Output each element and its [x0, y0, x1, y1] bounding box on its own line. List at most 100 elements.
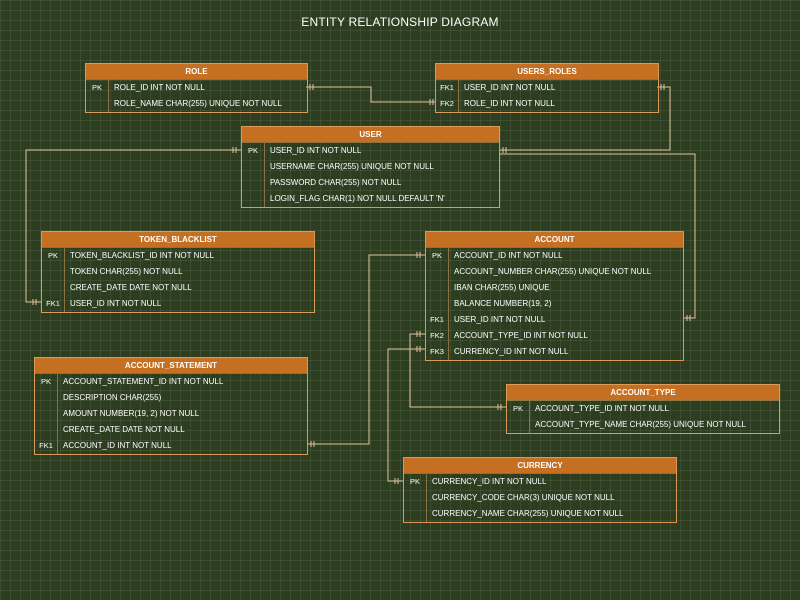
connector-user-account: [499, 153, 696, 319]
entity-row: DESCRIPTION CHAR(255): [35, 390, 307, 406]
entity-row: CURRENCY_CODE CHAR(3) UNIQUE NOT NULL: [404, 490, 676, 506]
entity-row: PK CURRENCY_ID INT NOT NULL: [404, 473, 676, 490]
key-label: [426, 280, 449, 296]
key-label: FK1: [426, 312, 449, 328]
key-label: PK: [86, 80, 109, 96]
diagram-title: ENTITY RELATIONSHIP DIAGRAM: [301, 15, 499, 29]
entity-row: PK USER_ID INT NOT NULL: [242, 142, 499, 159]
attribute-label: ROLE_ID INT NOT NULL: [114, 83, 205, 92]
entity-row: PASSWORD CHAR(255) NOT NULL: [242, 175, 499, 191]
attribute-label: TOKEN CHAR(255) NOT NULL: [70, 267, 183, 276]
entity-row: PK ACCOUNT_STATEMENT_ID INT NOT NULL: [35, 373, 307, 390]
attribute-label: ACCOUNT_ID INT NOT NULL: [63, 441, 172, 450]
endmark-currency-pk: [394, 478, 399, 484]
entity-header: ROLE: [86, 64, 307, 79]
attribute-label: CREATE_DATE DATE NOT NULL: [63, 425, 185, 434]
entity-row: PK TOKEN_BLACKLIST_ID INT NOT NULL: [42, 247, 314, 264]
key-label: [35, 422, 58, 438]
entity-header: USER: [242, 127, 499, 142]
key-label: [507, 417, 530, 433]
entity-row: PK ROLE_ID INT NOT NULL: [86, 79, 307, 96]
endmark-account-user: [686, 315, 691, 321]
attribute-label: USERNAME CHAR(255) UNIQUE NOT NULL: [270, 162, 434, 171]
key-label: [404, 490, 427, 506]
key-label: [242, 159, 265, 175]
key-label: [42, 264, 65, 280]
attribute-label: CURRENCY_NAME CHAR(255) UNIQUE NOT NULL: [432, 509, 624, 518]
entity-account-type[interactable]: ACCOUNT_TYPE PK ACCOUNT_TYPE_ID INT NOT N…: [506, 384, 780, 434]
endmark-users-roles-user: [660, 84, 665, 90]
key-label: [242, 191, 265, 207]
endmark-users-roles-role: [429, 99, 434, 105]
attribute-label: TOKEN_BLACKLIST_ID INT NOT NULL: [70, 251, 215, 260]
key-label: FK2: [426, 328, 449, 344]
entity-header: ACCOUNT_TYPE: [507, 385, 779, 400]
endmark-account-type-pk: [497, 404, 502, 410]
endmark-user-right: [502, 147, 507, 153]
entity-row: USERNAME CHAR(255) UNIQUE NOT NULL: [242, 159, 499, 175]
entity-row: FK1 ACCOUNT_ID INT NOT NULL: [35, 438, 307, 454]
key-label: FK3: [426, 344, 449, 360]
connector-role-users-roles: [306, 86, 435, 103]
key-label: FK1: [42, 296, 65, 312]
entity-header: ACCOUNT: [426, 232, 683, 247]
attribute-label: LOGIN_FLAG CHAR(1) NOT NULL DEFAULT 'N': [270, 194, 445, 203]
entity-row: TOKEN CHAR(255) NOT NULL: [42, 264, 314, 280]
entity-row: CURRENCY_NAME CHAR(255) UNIQUE NOT NULL: [404, 506, 676, 522]
key-label: PK: [404, 474, 427, 490]
entity-token-blacklist[interactable]: TOKEN_BLACKLIST PK TOKEN_BLACKLIST_ID INT…: [41, 231, 315, 313]
key-label: PK: [507, 401, 530, 417]
key-label: FK1: [436, 80, 459, 96]
entity-row: ACCOUNT_NUMBER CHAR(255) UNIQUE NOT NULL: [426, 264, 683, 280]
key-label: PK: [242, 143, 265, 159]
key-label: PK: [42, 248, 65, 264]
endmark-role: [309, 84, 314, 90]
connector-account-statement: [307, 254, 425, 445]
endmark-token-blacklist: [32, 299, 37, 305]
key-label: [426, 264, 449, 280]
key-label: [35, 406, 58, 422]
key-label: [404, 506, 427, 522]
entity-row: FK3 CURRENCY_ID INT NOT NULL: [426, 344, 683, 360]
entity-header: TOKEN_BLACKLIST: [42, 232, 314, 247]
key-label: [426, 296, 449, 312]
entity-header: USERS_ROLES: [436, 64, 658, 79]
endmark-statement: [310, 441, 315, 447]
attribute-label: ROLE_NAME CHAR(255) UNIQUE NOT NULL: [114, 99, 282, 108]
entity-row: FK1 USER_ID INT NOT NULL: [436, 79, 658, 96]
entity-user[interactable]: USER PK USER_ID INT NOT NULL USERNAME CHA…: [241, 126, 500, 208]
attribute-label: USER_ID INT NOT NULL: [270, 146, 362, 155]
endmark-account-type-fk: [416, 331, 421, 337]
attribute-label: ACCOUNT_STATEMENT_ID INT NOT NULL: [63, 377, 224, 386]
entity-header: CURRENCY: [404, 458, 676, 473]
attribute-label: ACCOUNT_NUMBER CHAR(255) UNIQUE NOT NULL: [454, 267, 652, 276]
attribute-label: BALANCE NUMBER(19, 2): [454, 299, 552, 308]
entity-row: PK ACCOUNT_TYPE_ID INT NOT NULL: [507, 400, 779, 417]
attribute-label: DESCRIPTION CHAR(255): [63, 393, 162, 402]
entity-row: AMOUNT NUMBER(19, 2) NOT NULL: [35, 406, 307, 422]
entity-currency[interactable]: CURRENCY PK CURRENCY_ID INT NOT NULL CURR…: [403, 457, 677, 523]
entity-row: ROLE_NAME CHAR(255) UNIQUE NOT NULL: [86, 96, 307, 112]
entity-row: LOGIN_FLAG CHAR(1) NOT NULL DEFAULT 'N': [242, 191, 499, 207]
attribute-label: ACCOUNT_TYPE_ID INT NOT NULL: [535, 404, 669, 413]
attribute-label: CURRENCY_CODE CHAR(3) UNIQUE NOT NULL: [432, 493, 615, 502]
entity-row: BALANCE NUMBER(19, 2): [426, 296, 683, 312]
key-label: PK: [35, 374, 58, 390]
endmark-account-pk: [416, 252, 421, 258]
attribute-label: CURRENCY_ID INT NOT NULL: [432, 477, 547, 486]
key-label: FK1: [35, 438, 58, 454]
attribute-label: PASSWORD CHAR(255) NOT NULL: [270, 178, 402, 187]
entity-role[interactable]: ROLE PK ROLE_ID INT NOT NULL ROLE_NAME CH…: [85, 63, 308, 113]
entity-row: CREATE_DATE DATE NOT NULL: [35, 422, 307, 438]
attribute-label: CREATE_DATE DATE NOT NULL: [70, 283, 192, 292]
attribute-label: ACCOUNT_TYPE_NAME CHAR(255) UNIQUE NOT N…: [535, 420, 747, 429]
key-label: [42, 280, 65, 296]
attribute-label: CURRENCY_ID INT NOT NULL: [454, 347, 569, 356]
attribute-label: ROLE_ID INT NOT NULL: [464, 99, 555, 108]
attribute-label: USER_ID INT NOT NULL: [464, 83, 556, 92]
